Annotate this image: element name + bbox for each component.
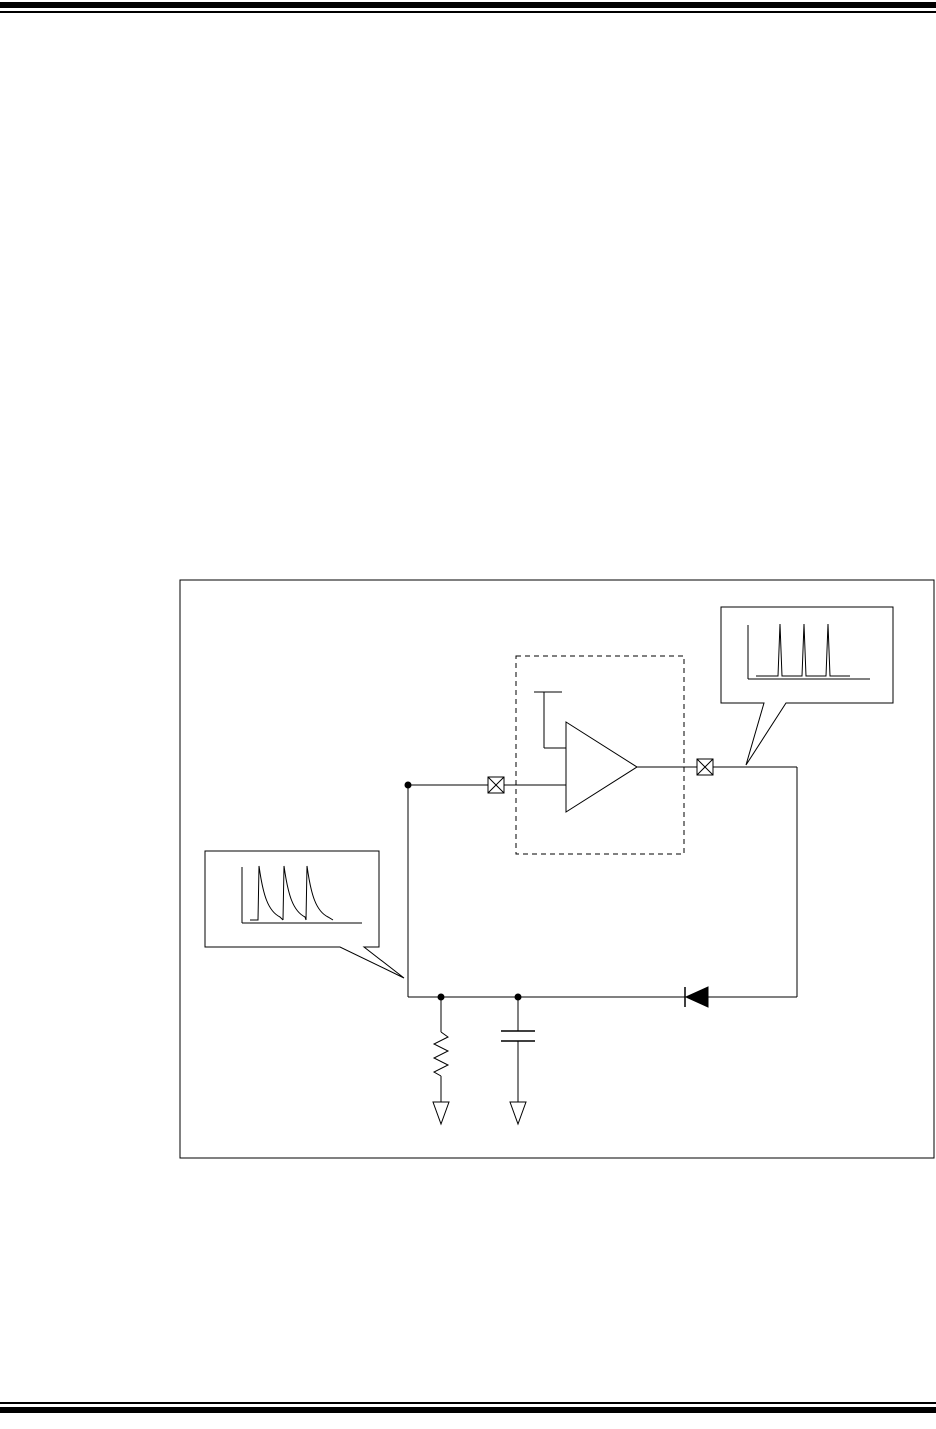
output-pin: [697, 759, 713, 775]
header-rule-thin: [0, 11, 936, 13]
reference-input: [534, 692, 566, 748]
capacitor: [501, 997, 535, 1102]
input-pin: [488, 777, 504, 793]
footer-rule: [0, 1402, 936, 1413]
ground-icon: [510, 1102, 526, 1124]
output-waveform-callout: [721, 607, 893, 765]
node-input: [405, 782, 412, 789]
header-rule: [0, 2, 936, 13]
ground-icon: [433, 1102, 449, 1124]
comparator-amplifier: [566, 722, 637, 812]
footer-rule-thin: [0, 1402, 936, 1404]
footer-rule-thick: [0, 1407, 936, 1413]
circuit-wiring: [408, 767, 797, 997]
input-waveform-callout: [205, 851, 404, 978]
header-rule-thick: [0, 2, 936, 8]
diode: [685, 987, 708, 1007]
resistor: [434, 997, 448, 1102]
